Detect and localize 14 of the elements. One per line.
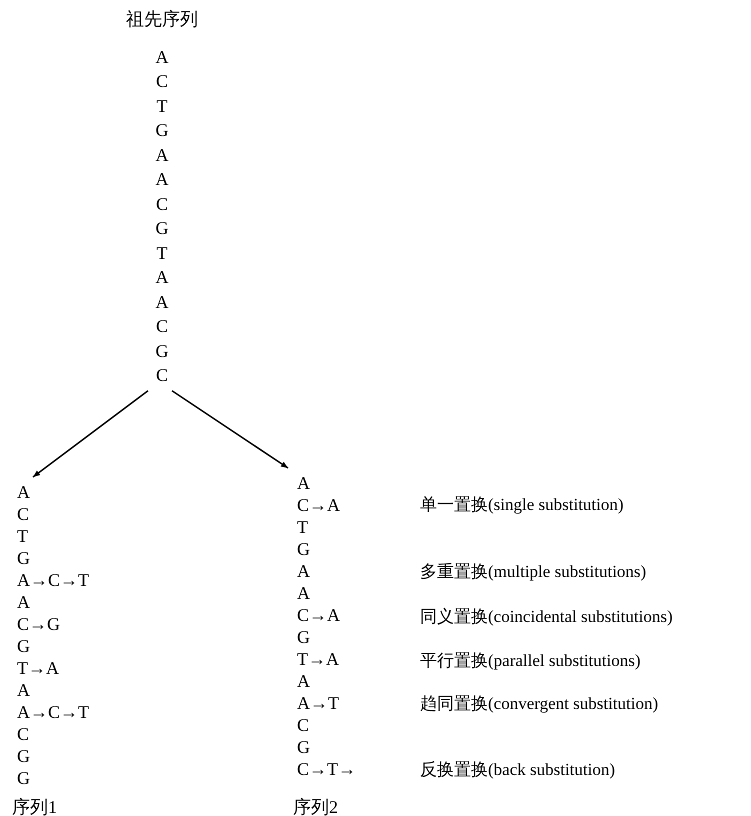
substitution-label: 平行置换(parallel substitutions) bbox=[420, 651, 641, 671]
sequence-letters: A C T G A A C G T A A C G C bbox=[156, 46, 168, 388]
substitution-label: 单一置换(single substitution) bbox=[420, 495, 624, 515]
arrow bbox=[172, 390, 288, 469]
sequence-heading: 序列2 bbox=[293, 796, 338, 816]
substitution-label: 反换置换(back substitution) bbox=[420, 760, 616, 780]
sequence-letters: A C→A T G A A C→A G T→A A A→T C G C→T→ bbox=[297, 472, 356, 780]
arrow bbox=[32, 390, 148, 478]
sequence-heading: 序列1 bbox=[12, 796, 57, 816]
substitution-label: 同义置换(coincidental substitutions) bbox=[420, 607, 673, 627]
sequence-letters: A C T G A→C→T A C→G G T→A A A→C→T C G G bbox=[17, 481, 89, 789]
substitution-label: 趋同置换(convergent substitution) bbox=[420, 694, 658, 714]
substitution-label: 多重置换(multiple substitutions) bbox=[420, 562, 646, 582]
sequence-heading: 祖先序列 bbox=[126, 8, 198, 30]
